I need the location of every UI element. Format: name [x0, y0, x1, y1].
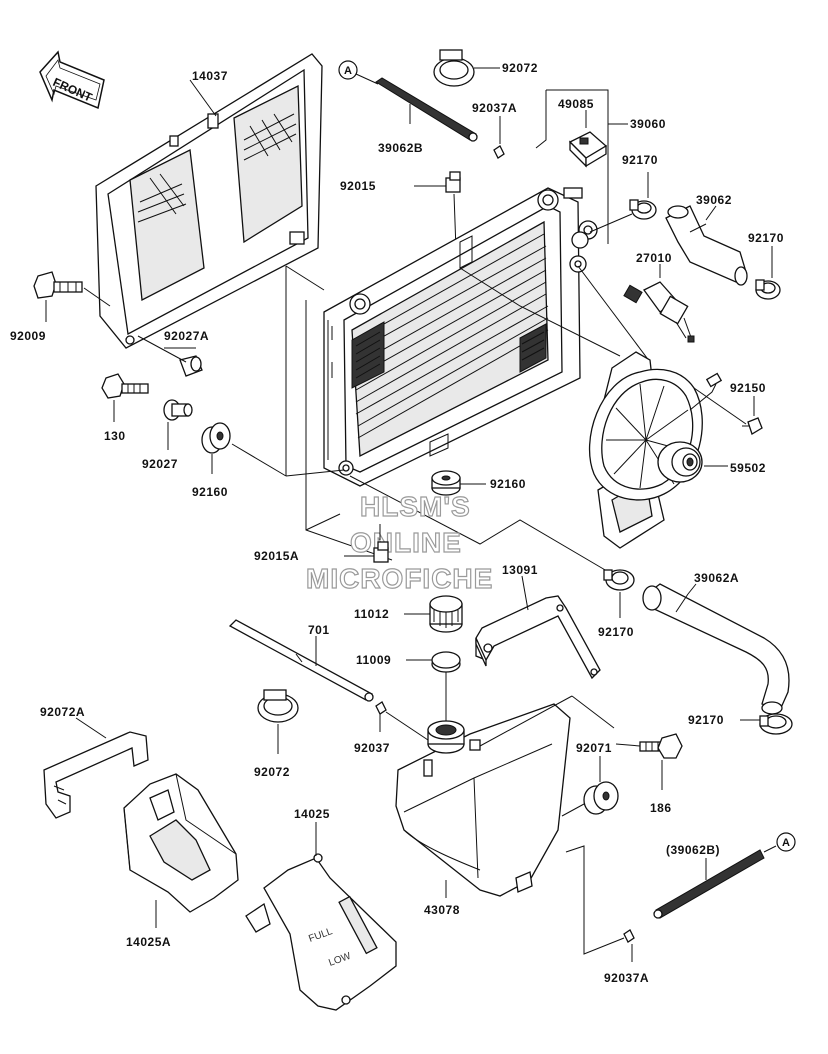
grommet-92160-mid-drawing: [431, 470, 461, 496]
part-label-186: 186: [650, 801, 672, 815]
hose-39062b-lower-drawing: [653, 849, 765, 919]
reference-marker-bottom: A: [776, 832, 796, 852]
part-label-130: 130: [104, 429, 126, 443]
part-label-39062b-ref: (39062B): [666, 843, 720, 857]
clamp-92170-right-drawing: [755, 279, 781, 300]
part-label-39062a: 39062A: [694, 571, 739, 585]
reservoir-tank-43078-drawing: [395, 703, 571, 897]
part-label-92027a: 92027A: [164, 329, 209, 343]
clip-92037-drawing: [375, 701, 387, 715]
switch-27010-drawing: [623, 281, 695, 343]
watermark-line2: ONLINE: [350, 527, 462, 558]
part-label-11009: 11009: [356, 653, 391, 667]
clamp-92170-upper-drawing: [629, 199, 657, 220]
clamp-92170-mid-drawing: [603, 569, 635, 591]
cap-11009-drawing: [431, 651, 461, 673]
part-label-92015a: 92015A: [254, 549, 299, 563]
damper-49085-drawing: [568, 131, 608, 168]
part-label-92037a-top: 92037A: [472, 101, 517, 115]
part-label-92072a: 92072A: [40, 705, 85, 719]
part-label-92037: 92037: [354, 741, 390, 755]
part-label-92170-mid: 92170: [598, 625, 634, 639]
bolt-92009-drawing: [33, 271, 83, 299]
watermark-line1: HLSM'S: [360, 491, 471, 522]
bolt-130-drawing: [101, 373, 149, 399]
part-label-92170-upper: 92170: [622, 153, 658, 167]
watermark-line3: MICROFICHE: [306, 563, 493, 594]
part-label-92071: 92071: [576, 741, 612, 755]
ref-marker-bottom-label: A: [782, 837, 790, 849]
hose-39062b-drawing: [375, 77, 478, 142]
hose-701-drawing: [228, 619, 374, 702]
watermark: HLSM'S ONLINE MICROFICHE: [305, 490, 493, 594]
part-label-92150: 92150: [730, 381, 766, 395]
bracket-13091-drawing: [475, 595, 601, 680]
bracket-92072a-drawing: [43, 731, 149, 819]
part-label-92072-top: 92072: [502, 61, 538, 75]
part-label-14025a: 14025A: [126, 935, 171, 949]
clamp-92170-lower-drawing: [759, 713, 793, 735]
collar-92027-drawing: [163, 399, 193, 421]
radiator-drawing: [323, 187, 598, 487]
part-label-92027: 92027: [142, 457, 178, 471]
part-label-11012: 11012: [354, 607, 389, 621]
clip-92015-drawing: [445, 171, 461, 193]
part-label-39062: 39062: [696, 193, 732, 207]
part-label-92170-lower: 92170: [688, 713, 724, 727]
grommet-92071-drawing: [583, 781, 619, 815]
part-label-92015: 92015: [340, 179, 376, 193]
part-label-43078: 43078: [424, 903, 460, 917]
part-label-13091: 13091: [502, 563, 538, 577]
fan-assembly-59502-drawing: [589, 351, 723, 549]
part-label-92072-lower: 92072: [254, 765, 290, 779]
clip-92037a-lower-drawing: [623, 929, 635, 943]
part-label-92037a-lower: 92037A: [604, 971, 649, 985]
part-label-92160-left: 92160: [192, 485, 228, 499]
part-label-92170-right: 92170: [748, 231, 784, 245]
part-label-59502: 59502: [730, 461, 766, 475]
clamp-92072-lower-drawing: [257, 689, 299, 723]
guard-14025a-drawing: [123, 773, 239, 913]
part-label-49085: 49085: [558, 97, 594, 111]
ref-marker-top-label: A: [344, 65, 352, 77]
bolt-92150-drawing: [742, 417, 763, 435]
hose-39062a-drawing: [642, 583, 790, 715]
part-label-92160-mid: 92160: [490, 477, 526, 491]
bolt-186-drawing: [639, 733, 683, 759]
part-label-39060: 39060: [630, 117, 666, 131]
part-label-14025: 14025: [294, 807, 330, 821]
part-label-39062b: 39062B: [378, 141, 423, 155]
front-arrow-icon: FRONT: [39, 50, 105, 110]
cap-11012-drawing: [429, 595, 463, 633]
clip-92037a-top-drawing: [493, 145, 505, 159]
collar-92027a-drawing: [179, 355, 203, 377]
part-label-92009: 92009: [10, 329, 46, 343]
part-label-701: 701: [308, 623, 330, 637]
cover-14025-drawing: FULL LOW: [245, 853, 397, 1011]
clip-92015a-drawing: [373, 541, 389, 563]
clamp-92072-top-drawing: [433, 49, 475, 87]
radiator-screen-drawing: [95, 53, 323, 349]
reference-marker-top: A: [338, 60, 358, 80]
part-label-14037: 14037: [192, 69, 228, 83]
grommet-92160-left-drawing: [201, 422, 231, 454]
part-label-27010: 27010: [636, 251, 672, 265]
hose-39062-drawing: [665, 205, 748, 286]
